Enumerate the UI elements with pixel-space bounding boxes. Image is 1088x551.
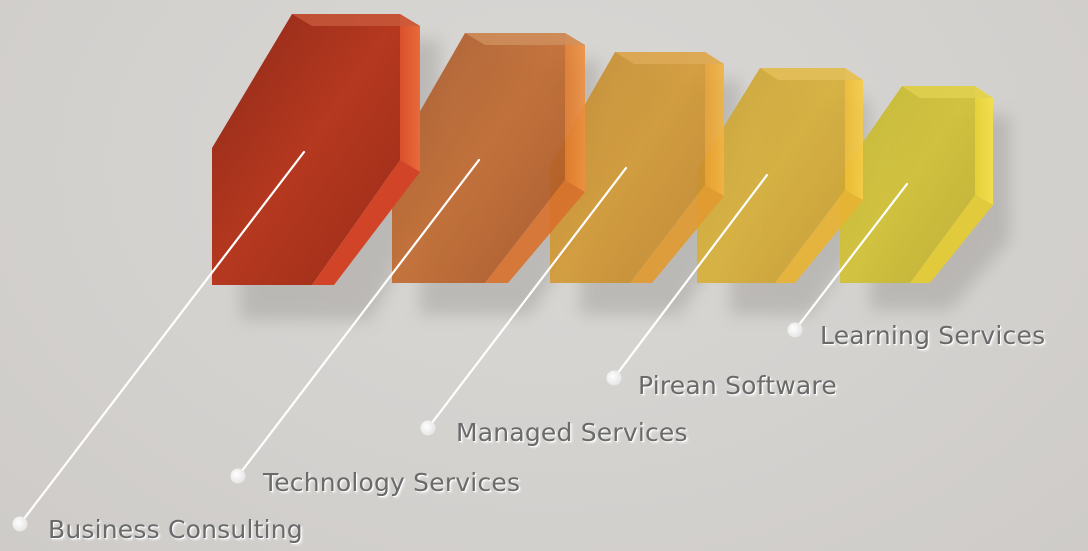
connector-dots [12,322,803,532]
dot-technology-services [230,468,246,484]
dot-managed-services [420,420,436,436]
label-pirean-software: Pirean Software [638,371,837,400]
label-business-consulting: Business Consulting [48,515,303,544]
connector-technology-services [236,158,481,478]
connector-learning-services [793,182,909,332]
connector-pirean-software [612,173,769,380]
dot-pirean-software [606,370,622,386]
connector-managed-services [426,166,628,430]
dot-business-consulting [12,516,28,532]
prism-pirean-software [697,68,863,283]
label-technology-services: Technology Services [263,468,521,497]
label-managed-services: Managed Services [456,418,688,447]
label-learning-services: Learning Services [820,321,1046,350]
connector-business-consulting [18,150,306,526]
prism-technology-services [392,33,585,283]
connector-lines [18,150,909,526]
prism-managed-services [550,52,724,283]
dot-learning-services [787,322,803,338]
prism-business-consulting [212,14,420,285]
